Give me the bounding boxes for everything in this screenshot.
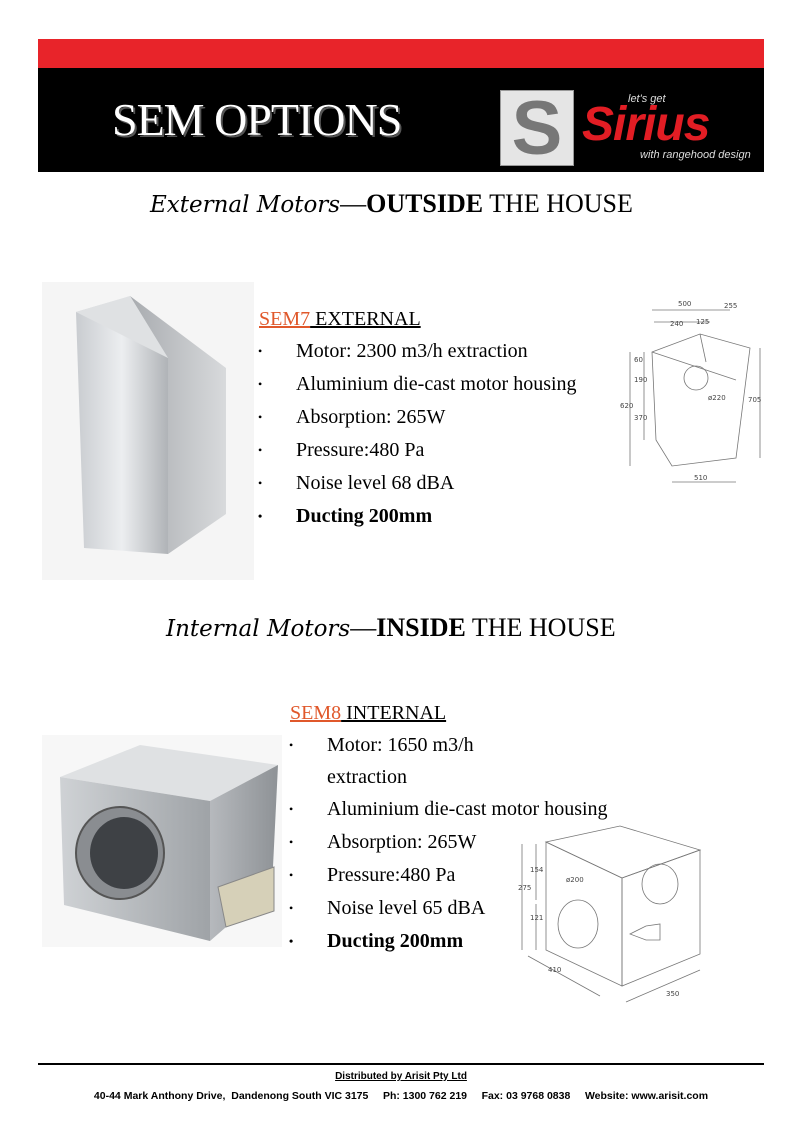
dimension-label: 410 <box>548 966 561 974</box>
list-item: Motor: 1650 m3/h extraction <box>289 729 497 793</box>
sem8-title: SEM8 INTERNAL <box>290 702 447 724</box>
banner-red-stripe <box>38 39 764 68</box>
dimension-label: 510 <box>694 474 707 482</box>
dimension-label: 275 <box>518 884 531 892</box>
section-heading-external: External Motors—OUTSIDE THE HOUSE <box>150 189 633 218</box>
dimension-label: 620 <box>620 402 633 410</box>
sem8-product-photo <box>42 735 282 947</box>
logo-letter: S <box>511 86 563 171</box>
list-item: Noise level 68 dBA <box>258 473 608 493</box>
footer-fax: Fax: 03 9768 0838 <box>481 1090 571 1102</box>
dimension-label: 500 <box>678 300 691 308</box>
dimension-label: ø220 <box>708 394 726 402</box>
list-item: Ducting 200mm <box>258 506 608 526</box>
dimension-label: 240 <box>670 320 683 328</box>
footer-address: 40-44 Mark Anthony Drive, Dandenong Sout… <box>93 1090 369 1102</box>
footer-title: Distributed by Arisit Pty Ltd <box>335 1071 467 1082</box>
dimension-label: 370 <box>634 414 647 422</box>
list-item: Pressure:480 Pa <box>258 440 608 460</box>
footer-divider <box>38 1063 764 1065</box>
list-item: Aluminium die-cast motor housing <box>258 374 608 394</box>
logo-badge: S <box>500 86 574 171</box>
dimension-label: 255 <box>724 302 737 310</box>
sem7-dimension-drawing: 500 255 240 125 60 190 620 370 ø220 705 … <box>620 300 761 483</box>
list-item: Motor: 2300 m3/h extraction <box>258 341 608 361</box>
sem7-title: SEM7 EXTERNAL <box>259 308 421 330</box>
dimension-label: 60 <box>634 356 643 364</box>
section-heading-internal: Internal Motors—INSIDE THE HOUSE <box>166 613 616 642</box>
list-item: Absorption: 265W <box>289 832 649 852</box>
footer-website: Website: www.arisit.com <box>584 1090 709 1102</box>
dimension-label: 154 <box>530 866 544 874</box>
logo-tagline-top: let's get <box>628 93 666 105</box>
sem7-product-photo <box>42 282 254 580</box>
list-item: Pressure:480 Pa <box>289 865 649 885</box>
footer-phone: Ph: 1300 762 219 <box>382 1090 467 1102</box>
list-item: Ducting 200mm <box>289 931 649 951</box>
dimension-label: 125 <box>696 318 709 326</box>
dimension-label: 190 <box>634 376 647 384</box>
header-banner: SEM OPTIONS S let's get Sirius with rang… <box>38 39 764 172</box>
list-item: Noise level 65 dBA <box>289 898 649 918</box>
sem8-dimension-drawing: 275 154 121 ø200 410 350 <box>518 825 702 1003</box>
sem7-spec-list: Motor: 2300 m3/h extraction Aluminium di… <box>258 341 608 539</box>
logo-brand: Sirius <box>582 98 710 151</box>
page-title: SEM OPTIONS <box>112 94 402 145</box>
list-item: Aluminium die-cast motor housing <box>289 799 649 819</box>
logo-tagline-bottom: with rangehood design <box>640 149 751 161</box>
footer-contact-line: 40-44 Mark Anthony Drive, Dandenong Sout… <box>0 1090 802 1102</box>
list-item: Absorption: 265W <box>258 407 608 427</box>
dimension-label: 121 <box>530 914 543 922</box>
sirius-logo: S let's get Sirius with rangehood design <box>500 86 760 171</box>
sem8-spec-list: Motor: 1650 m3/h extraction Aluminium di… <box>289 729 649 964</box>
dimension-label: 350 <box>666 990 679 998</box>
dimension-label: ø200 <box>566 876 584 884</box>
dimension-label: 705 <box>748 396 761 404</box>
